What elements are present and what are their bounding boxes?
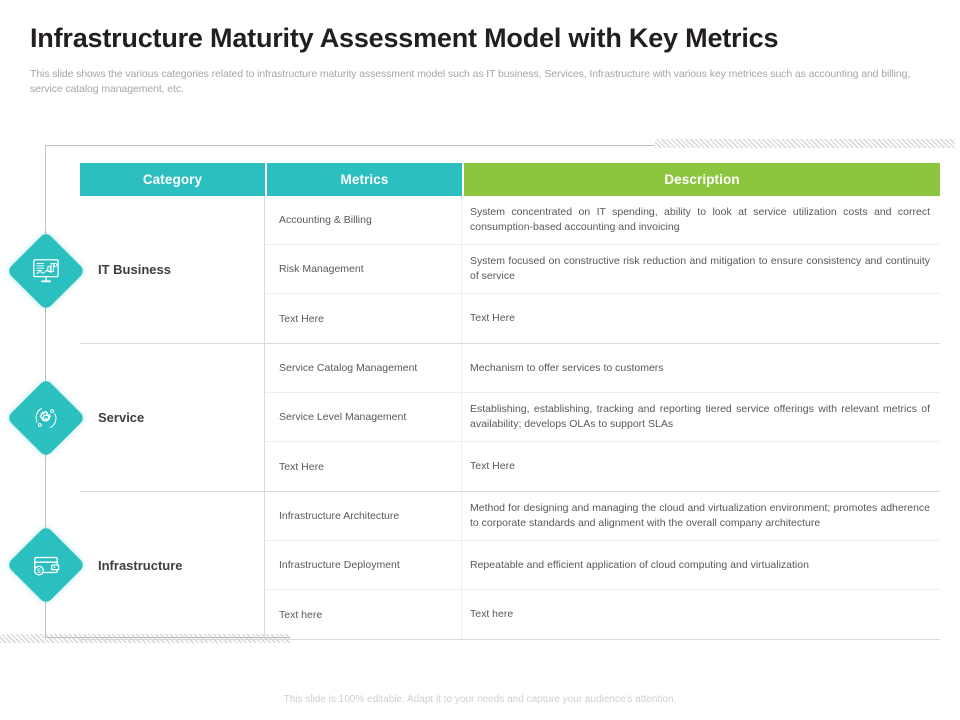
description-cell: Repeatable and efficient application of … (470, 558, 809, 571)
metric-cell: Risk Management (265, 245, 462, 293)
page-subtitle: This slide shows the various categories … (30, 68, 911, 95)
category-label: Infrastructure (80, 492, 265, 639)
table-row: Risk Management System focused on constr… (265, 245, 940, 294)
description-cell: Text Here (470, 312, 515, 324)
metric-cell: Service Catalog Management (265, 344, 462, 392)
description-cell: System focused on constructive risk redu… (470, 255, 930, 282)
description-cell: Text Here (470, 460, 515, 472)
wallet-card-icon: $ (18, 537, 74, 593)
header-cell-metrics: Metrics (267, 163, 462, 196)
group-rows: Infrastructure Architecture Method for d… (265, 492, 940, 639)
gear-settings-icon (18, 390, 74, 446)
table-group-it-business: IT Business Accounting & Billing System … (80, 196, 940, 344)
decorative-hatch-top-right (655, 139, 955, 148)
table-group-infrastructure: Infrastructure Infrastructure Architectu… (80, 492, 940, 640)
metric-cell: Text here (265, 590, 462, 639)
description-cell: Mechanism to offer services to customers (470, 361, 664, 374)
maturity-table: Category Metrics Description IT Business… (80, 163, 940, 640)
description-cell: Text here (470, 608, 514, 620)
group-icon-badge-service (6, 378, 86, 458)
group-rows: Service Catalog Management Mechanism to … (265, 344, 940, 491)
metric-cell: Text Here (265, 294, 462, 343)
metric-cell: Infrastructure Architecture (265, 492, 462, 540)
decorative-hatch-bottom-left (0, 634, 290, 643)
table-row: Text here Text here (265, 590, 940, 639)
description-cell: Method for designing and managing the cl… (470, 502, 930, 529)
group-icon-badge-it-business (6, 231, 86, 311)
group-rows: Accounting & Billing System concentrated… (265, 196, 940, 343)
metric-cell: Accounting & Billing (265, 196, 462, 244)
table-group-service: Service Service Catalog Management Mecha… (80, 344, 940, 492)
metric-cell: Infrastructure Deployment (265, 541, 462, 589)
footer-note: This slide is 100% editable. Adapt it to… (283, 694, 677, 705)
description-cell: Establishing, establishing, tracking and… (470, 403, 930, 430)
metric-cell: Text Here (265, 442, 462, 491)
svg-text:$: $ (37, 568, 41, 575)
table-row: Text Here Text Here (265, 442, 940, 491)
table-header-row: Category Metrics Description (80, 163, 940, 196)
category-label: Service (80, 344, 265, 491)
table-row: Service Catalog Management Mechanism to … (265, 344, 940, 393)
table-row: Service Level Management Establishing, e… (265, 393, 940, 442)
table-row: Infrastructure Architecture Method for d… (265, 492, 940, 541)
header-cell-category: Category (80, 163, 265, 196)
table-row: Accounting & Billing System concentrated… (265, 196, 940, 245)
category-label: IT Business (80, 196, 265, 343)
table-row: Infrastructure Deployment Repeatable and… (265, 541, 940, 590)
table-row: Text Here Text Here (265, 294, 940, 343)
metric-cell: Service Level Management (265, 393, 462, 441)
page-title: Infrastructure Maturity Assessment Model… (30, 23, 779, 53)
header-cell-description: Description (464, 163, 940, 196)
description-cell: System concentrated on IT spending, abil… (470, 206, 930, 233)
connector-line-bottom (45, 637, 290, 638)
monitor-chart-icon (18, 243, 74, 299)
group-icon-badge-infrastructure: $ (6, 525, 86, 605)
